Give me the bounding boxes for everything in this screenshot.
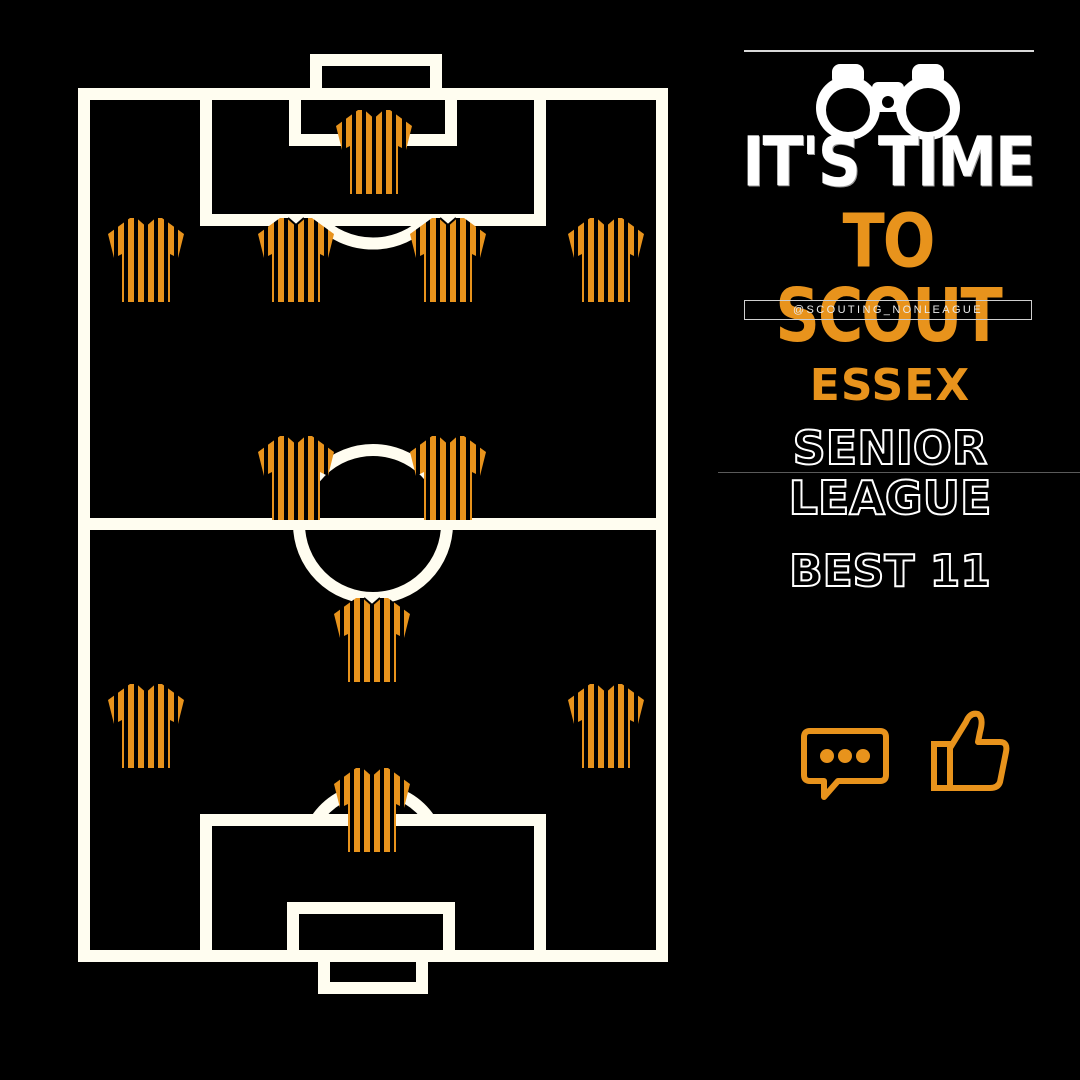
pitch-lines	[78, 54, 668, 994]
player-shirt-goalkeeper	[334, 767, 410, 852]
player-shirt-opponent-goalkeeper	[336, 109, 412, 194]
player-shirt-opponent-left-back	[108, 217, 184, 302]
player-shirt-left-midfield	[108, 683, 184, 768]
brand-title-line1: IT'S TIME	[742, 122, 1036, 203]
page-subtitle: BEST 11	[788, 546, 992, 597]
player-shirt-opponent-centre-back-2	[410, 217, 486, 302]
player-shirt-right-midfield	[568, 683, 644, 768]
player-shirt-attacking-midfield	[334, 597, 410, 682]
bottom-goal	[318, 950, 428, 994]
top-goal	[310, 54, 442, 100]
binoculars-icon	[816, 64, 960, 140]
comment-icon[interactable]	[800, 725, 890, 805]
social-handle[interactable]: @SCOUTING_NONLEAGUE	[744, 300, 1032, 320]
brand-title-line2: TO SCOUT	[775, 196, 1003, 359]
bottom-goal-area	[287, 902, 455, 962]
league-title-line1: SENIOR	[792, 421, 989, 475]
thumbs-up-icon[interactable]	[930, 708, 1012, 794]
brand-logo: IT'S TIME TO SCOUT @SCOUTING_NONLEAGUE	[718, 40, 1058, 352]
league-title-line2: LEAGUE	[788, 471, 993, 525]
football-pitch	[78, 54, 668, 994]
league-region: ESSEX	[809, 360, 971, 411]
player-shirt-opponent-centre-back-1	[258, 217, 334, 302]
divider	[718, 472, 1080, 473]
brand-top-rule	[744, 50, 1034, 52]
player-shirt-opponent-right-back	[568, 217, 644, 302]
player-shirt-forward-right	[410, 435, 486, 520]
centre-circle	[293, 444, 453, 604]
